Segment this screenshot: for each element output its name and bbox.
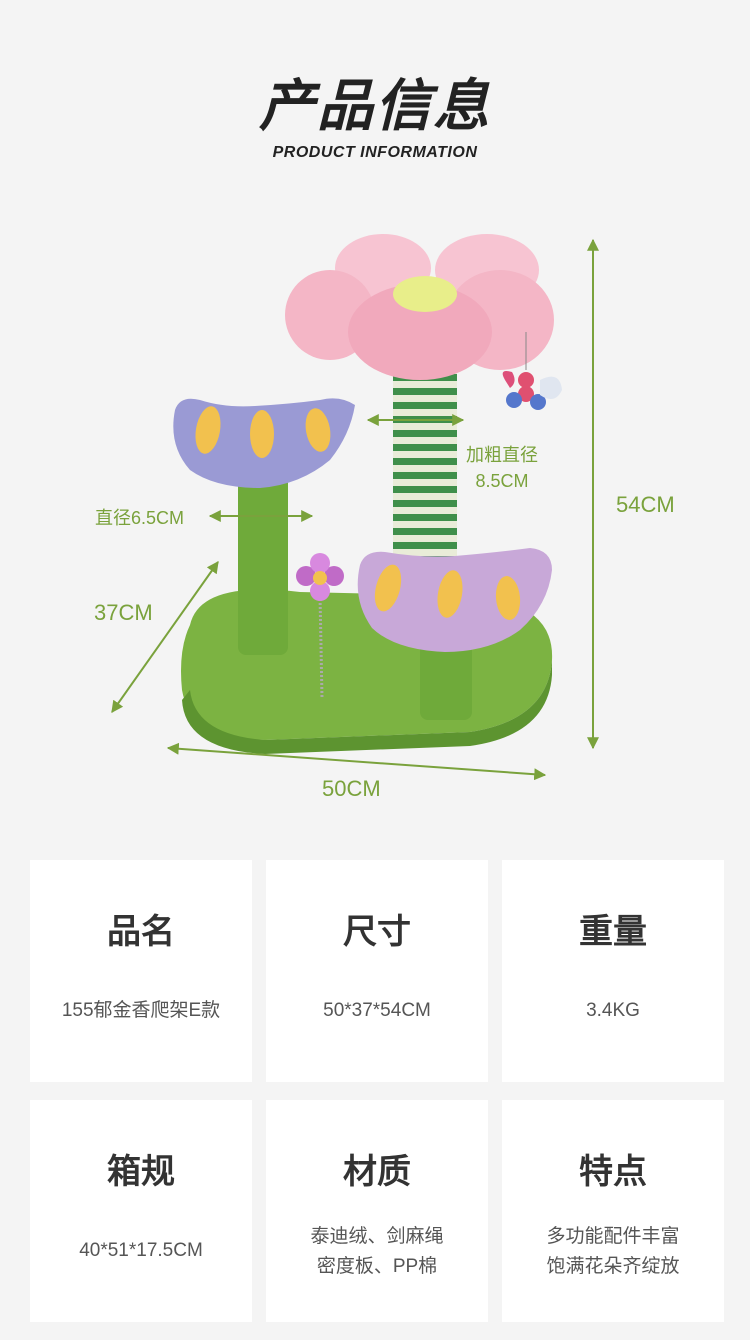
- spec-grid: 品名 155郁金香爬架E款 尺寸 50*37*54CM 重量 3.4KG 箱规 …: [30, 860, 724, 1322]
- depth-dimension-line: [111, 561, 219, 713]
- right-leaf-platform: [357, 548, 552, 652]
- flower-top: [285, 234, 554, 380]
- width-label: 50CM: [322, 776, 381, 801]
- spec-value-line: 3.4KG: [586, 1000, 640, 1021]
- spec-title: 特点: [579, 1152, 647, 1192]
- spec-card-size: 尺寸 50*37*54CM: [266, 860, 488, 1082]
- header-section: 产品信息 PRODUCT INFORMATION: [0, 0, 750, 180]
- spec-value: 40*51*17.5CM: [30, 1236, 252, 1266]
- product-illustration: 54CM 50CM 37CM 直径6.5CM 加粗直径 8.5CM: [0, 220, 750, 820]
- spec-card-name: 品名 155郁金香爬架E款: [30, 860, 252, 1082]
- page-subtitle: PRODUCT INFORMATION: [272, 144, 478, 161]
- cat-tree-image: [111, 234, 599, 781]
- spec-value-line: 饱满花朵齐绽放: [546, 1256, 680, 1277]
- thick-post-label: 加粗直径 8.5CM: [466, 442, 538, 494]
- spec-title: 材质: [343, 1152, 411, 1192]
- spec-title: 品名: [107, 912, 175, 952]
- pinwheel-toy: [296, 553, 344, 699]
- spec-value: 多功能配件丰富 饱满花朵齐绽放: [502, 1222, 724, 1282]
- spec-title: 尺寸: [343, 912, 411, 952]
- height-label: 54CM: [616, 492, 675, 517]
- page-title: 产品信息: [259, 74, 491, 139]
- hanging-toy: [502, 332, 562, 410]
- spec-value: 泰迪绒、剑麻绳 密度板、PP棉: [266, 1222, 488, 1282]
- sisal-post: [393, 370, 457, 560]
- spec-card-box: 箱规 40*51*17.5CM: [30, 1100, 252, 1322]
- spec-card-material: 材质 泰迪绒、剑麻绳 密度板、PP棉: [266, 1100, 488, 1322]
- width-dimension-line: [166, 742, 547, 781]
- spec-value: 3.4KG: [502, 996, 724, 1026]
- spec-value-line: 50*37*54CM: [323, 1000, 431, 1021]
- depth-label: 37CM: [94, 600, 153, 625]
- post-diameter-label: 直径6.5CM: [95, 508, 185, 528]
- thick-post-value: 8.5CM: [475, 471, 529, 491]
- spec-title: 箱规: [107, 1152, 175, 1192]
- spec-value-line: 多功能配件丰富: [546, 1226, 680, 1247]
- thick-post-title: 加粗直径: [466, 445, 538, 465]
- spec-value-line: 泰迪绒、剑麻绳: [310, 1226, 444, 1247]
- spec-value-line: 155郁金香爬架E款: [61, 1000, 221, 1021]
- left-post: [238, 475, 288, 655]
- spec-card-features: 特点 多功能配件丰富 饱满花朵齐绽放: [502, 1100, 724, 1322]
- spec-value: 50*37*54CM: [266, 996, 488, 1026]
- spec-title: 重量: [579, 912, 647, 952]
- spec-value-line: 40*51*17.5CM: [79, 1240, 203, 1261]
- spec-value-line: 密度板、PP棉: [316, 1256, 438, 1277]
- spec-value: 155郁金香爬架E款: [30, 996, 252, 1026]
- spec-card-weight: 重量 3.4KG: [502, 860, 724, 1082]
- left-leaf-platform: [173, 398, 355, 488]
